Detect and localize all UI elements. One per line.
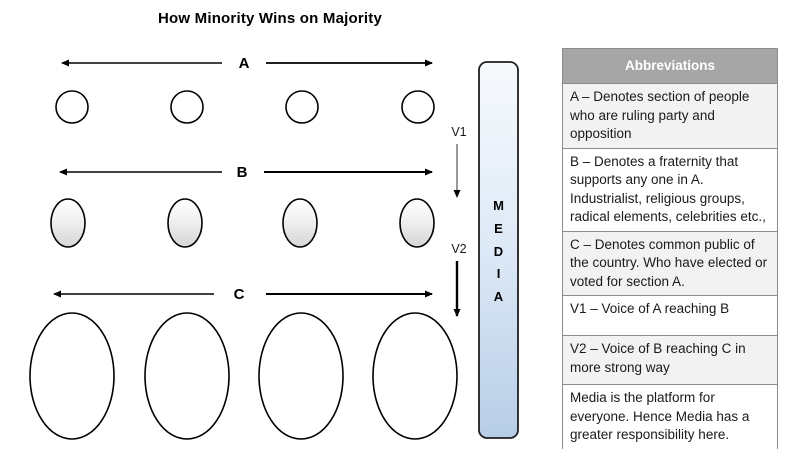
group-a-circle	[170, 90, 204, 124]
group-b-ellipse	[399, 198, 435, 248]
group-b-ellipse	[50, 198, 86, 248]
table-row-media: Media is the platform for everyone. Henc…	[563, 384, 777, 449]
media-letter: A	[494, 289, 504, 304]
row-b-label: B	[237, 164, 248, 181]
group-a-circle	[401, 90, 435, 124]
table-row-b: B – Denotes a fraternity that supports a…	[563, 147, 777, 231]
v2-label: V2	[451, 242, 466, 256]
v1-label: V1	[451, 125, 466, 139]
media-letter: E	[494, 221, 503, 236]
group-a-circle	[55, 90, 89, 124]
group-c-ellipse	[144, 312, 230, 440]
table-row-a: A – Denotes section of people who are ru…	[563, 83, 777, 148]
table-row-c: C – Denotes common public of the country…	[563, 230, 777, 295]
row-a-label: A	[239, 55, 250, 72]
row-c-label: C	[234, 286, 245, 303]
page-title: How Minority Wins on Majority	[158, 10, 382, 27]
media-letter: I	[497, 266, 501, 281]
group-a-circle	[285, 90, 319, 124]
media-letter: M	[493, 198, 504, 213]
group-c-ellipse	[29, 312, 115, 440]
group-b-ellipse	[282, 198, 318, 248]
abbreviations-table-header: Abbreviations	[563, 49, 777, 83]
media-letter: D	[494, 244, 503, 259]
group-b-ellipse	[167, 198, 203, 248]
table-row-v2: V2 – Voice of B reaching C in more stron…	[563, 335, 777, 384]
group-c-ellipse	[258, 312, 344, 440]
abbreviations-table: Abbreviations A – Denotes section of peo…	[562, 48, 778, 449]
media-bar	[478, 61, 519, 439]
group-c-ellipse	[372, 312, 458, 440]
table-row-v1: V1 – Voice of A reaching B	[563, 295, 777, 335]
